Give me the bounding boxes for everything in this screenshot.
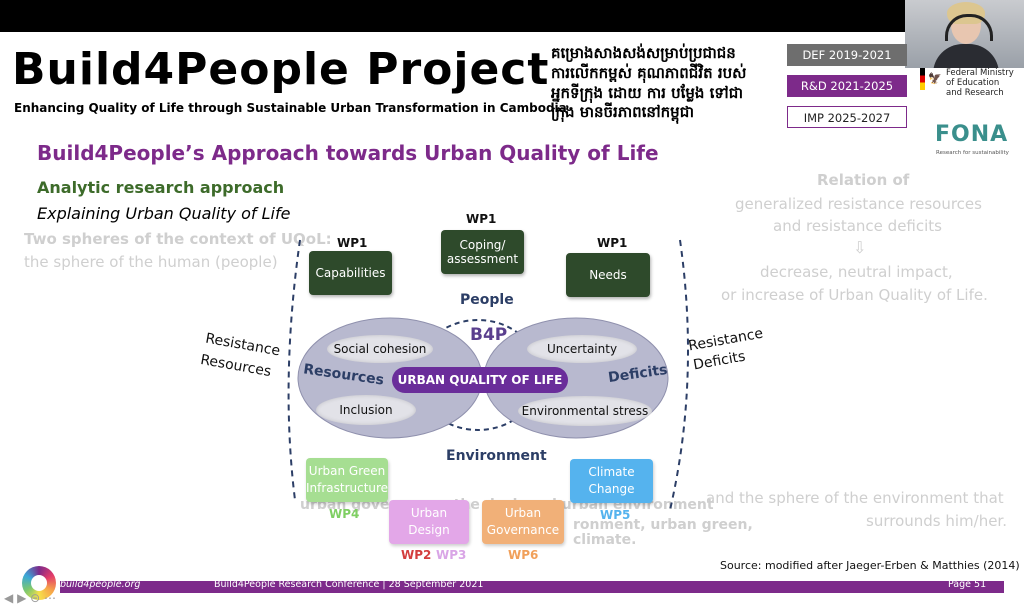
top-black-bar (0, 0, 1024, 32)
urban-quality-of-life-label: URBAN QUALITY OF LIFE (392, 367, 568, 393)
prev-slide-icon[interactable]: ◀ (4, 591, 14, 605)
down-arrow-icon: ⇩ (853, 238, 867, 257)
footer-page-number: Page 51 (948, 579, 987, 590)
khmer-line-4: ក្រុង មានចីរភាពនៅកម្ពុជា (551, 103, 694, 121)
ministry-logo: 🦅 Federal Ministry of Education and Rese… (918, 68, 1024, 108)
slide-title: Build4People Project (12, 44, 550, 95)
climate-change-box: Climate Change (570, 459, 653, 503)
ghost-text-right-2: generalized resistance resources (735, 195, 982, 213)
oval-environmental-stress: Environmental stress (518, 396, 652, 426)
oval-inclusion: Inclusion (316, 395, 416, 425)
wp4-label: WP4 (329, 507, 360, 521)
ghost-text-right-6: or increase of Urban Quality of Life. (721, 286, 988, 304)
slide-controls[interactable]: ◀ ▶ ⊝ ⋯ (4, 591, 56, 605)
khmer-line-2: ការលើកកម្ពស់ គុណភាពជីវិត របស់ (551, 64, 747, 82)
options-icon[interactable]: ⊝ (30, 591, 41, 605)
b4p-label: B4P (470, 325, 508, 345)
people-label: People (460, 292, 514, 308)
source-citation: Source: modified after Jaeger-Erben & Ma… (720, 559, 1020, 572)
capabilities-box: Capabilities (309, 251, 392, 295)
ministry-line-1: Federal Ministry (946, 68, 1014, 78)
footer-conference: Build4People Research Conference | 28 Se… (214, 579, 484, 590)
section-heading: Build4People’s Approach towards Urban Qu… (37, 141, 659, 165)
khmer-line-3: អ្នកទីក្រុង ដោយ ការ បម្លែង ទៅជា (551, 84, 743, 102)
oval-social-cohesion: Social cohesion (327, 335, 433, 363)
khmer-line-1: គម្រោងសាងសង់សម្រាប់ប្រជាជន (551, 44, 736, 62)
wp5-label: WP5 (600, 508, 631, 522)
ghost-text-mid-2: ronment, urban green, (573, 517, 753, 533)
ghost-text-right-3: and resistance deficits (773, 217, 942, 235)
ghost-text-bottom-2: surrounds him/her. (866, 512, 1007, 530)
urban-governance-box: Urban Governance (482, 500, 564, 544)
wp2-label: WP2 (401, 548, 432, 562)
slide-subtitle: Enhancing Quality of Life through Sustai… (14, 101, 567, 115)
urban-green-infrastructure-box: Urban Green Infrastructure (306, 458, 388, 502)
wp6-label: WP6 (508, 548, 539, 562)
ghost-text-mid-3: climate. (573, 532, 637, 548)
participant-video-thumbnail[interactable] (905, 0, 1024, 68)
fona-logo: FONA (935, 122, 1009, 147)
explaining-label: Explaining Urban Quality of Life (37, 204, 291, 223)
wp1-label-needs: WP1 (597, 236, 628, 250)
phase-rd: R&D 2021-2025 (787, 75, 907, 97)
next-slide-icon[interactable]: ▶ (17, 591, 27, 605)
analytic-approach-label: Analytic research approach (37, 178, 285, 197)
footer-website: build4people.org (60, 579, 141, 590)
ghost-text-right-1: Relation of (817, 171, 910, 189)
coping-assessment-box: Coping/ assessment (441, 230, 524, 274)
environment-label: Environment (446, 448, 547, 464)
more-icon[interactable]: ⋯ (44, 591, 57, 605)
wp1-label-coping: WP1 (466, 212, 497, 226)
german-flag-icon (920, 68, 925, 90)
ghost-text-left-2: the sphere of the human (people) (24, 253, 278, 271)
phase-def: DEF 2019-2021 (787, 44, 907, 66)
ghost-text-bottom-1: and the sphere of the environment that (706, 489, 1004, 507)
wp3-label: WP3 (436, 548, 467, 562)
build4people-logo-icon (22, 566, 56, 600)
needs-box: Needs (566, 253, 650, 297)
oval-uncertainty: Uncertainty (527, 335, 637, 363)
wp1-label-capabilities: WP1 (337, 236, 368, 250)
phase-imp: IMP 2025-2027 (787, 106, 907, 128)
fona-tagline: Research for sustainability (936, 150, 1009, 156)
ghost-text-right-5: decrease, neutral impact, (760, 263, 953, 281)
eagle-icon: 🦅 (928, 72, 942, 85)
ghost-text-left-1: Two spheres of the context of UQoL: (24, 230, 332, 248)
footer-bar (60, 581, 1004, 593)
ministry-line-3: and Research (946, 88, 1004, 98)
ministry-line-2: of Education (946, 78, 1000, 88)
urban-design-box: Urban Design (389, 500, 469, 544)
